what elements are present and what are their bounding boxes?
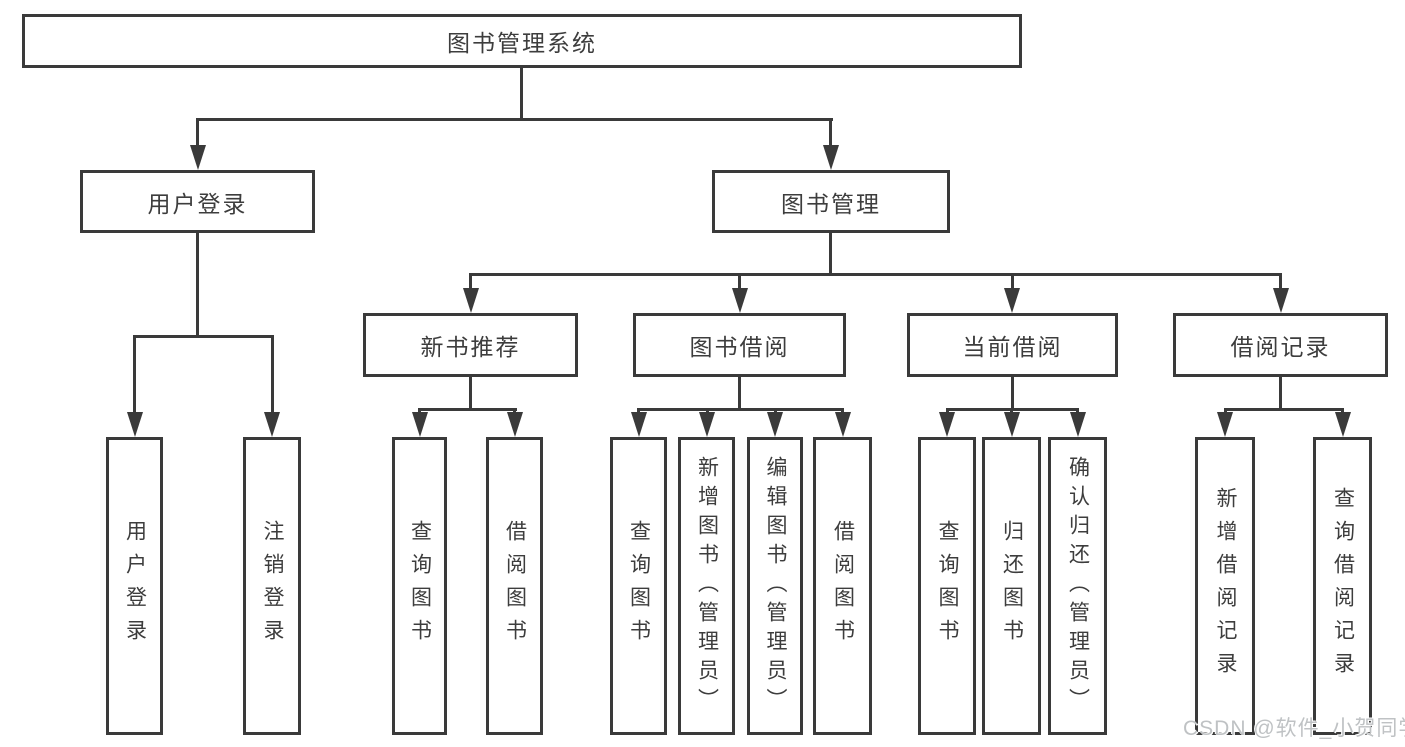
arrowhead-query-book-1-icon: [412, 412, 428, 437]
leaf-label: 用户登录: [123, 520, 147, 652]
arrowhead-add-record-icon: [1217, 412, 1233, 437]
leaf-label: 归还图书: [1000, 520, 1024, 652]
leaf-add-borrow-record: 新增借阅记录: [1195, 437, 1255, 735]
arrowhead-book-mgmt-icon: [823, 145, 839, 170]
leaf-label: 注销登录: [261, 520, 284, 652]
leaf-edit-book-admin: 编辑图书（管理员）: [747, 437, 803, 735]
connector-user-login-split: [133, 335, 274, 338]
arrowhead-new-book-icon: [463, 288, 479, 313]
node-user-login: 用户登录: [80, 170, 315, 233]
connector-book-mgmt-stem: [829, 233, 832, 273]
connector-new-book-stem: [469, 377, 472, 408]
arrowhead-query-book-3-icon: [939, 412, 955, 437]
leaf-logout: 注销登录: [243, 437, 301, 735]
arrowhead-add-book-icon: [699, 412, 715, 437]
arrowhead-leaf-user-login-icon: [127, 412, 143, 437]
node-label: 用户登录: [147, 190, 248, 217]
leaf-borrow-book-1: 借阅图书: [486, 437, 543, 735]
connector-book-borrow-split: [637, 408, 844, 411]
leaf-label: 借阅图书: [831, 520, 855, 652]
connector-new-book-split: [418, 408, 517, 411]
arrowhead-edit-book-icon: [767, 412, 783, 437]
connector-book-mgmt-split: [469, 273, 1282, 276]
arrowhead-borrow-record-icon: [1273, 288, 1289, 313]
leaf-user-login: 用户登录: [106, 437, 163, 735]
node-label: 当前借阅: [962, 334, 1063, 360]
leaf-return-book: 归还图书: [982, 437, 1041, 735]
connector-book-borrow-stem: [738, 377, 741, 408]
leaf-query-book-1: 查询图书: [392, 437, 447, 735]
arrowhead-user-login-icon: [190, 145, 206, 170]
connector-arrow-new-book-shaft: [469, 273, 472, 293]
connector-arrow-user-login-shaft: [196, 118, 199, 148]
connector-arrow-book-mgmt-shaft: [829, 118, 832, 148]
arrowhead-book-borrow-icon: [732, 288, 748, 313]
leaf-label: 新增借阅记录: [1214, 487, 1237, 685]
arrowhead-borrow-book-1-icon: [507, 412, 523, 437]
node-new-book-recommend: 新书推荐: [363, 313, 578, 377]
connector-borrow-record-stem: [1279, 377, 1282, 408]
arrowhead-query-book-2-icon: [631, 412, 647, 437]
node-book-management: 图书管理: [712, 170, 950, 233]
node-book-borrow: 图书借阅: [633, 313, 846, 377]
connector-borrow-record-split: [1224, 408, 1344, 411]
connector-user-login-stem: [196, 233, 199, 335]
csdn-watermark: CSDN @软件_小贺同学: [1183, 717, 1405, 740]
arrowhead-current-borrow-icon: [1004, 288, 1020, 313]
leaf-query-book-3: 查询图书: [918, 437, 976, 735]
leaf-add-book-admin: 新增图书（管理员）: [678, 437, 735, 735]
arrowhead-leaf-logout-icon: [264, 412, 280, 437]
connector-root-stem: [520, 66, 523, 118]
node-label: 图书借阅: [689, 334, 790, 360]
arrowhead-confirm-return-icon: [1070, 412, 1086, 437]
leaf-query-borrow-record: 查询借阅记录: [1313, 437, 1372, 735]
node-book-management-system: 图书管理系统: [22, 14, 1022, 68]
node-borrow-record: 借阅记录: [1173, 313, 1388, 377]
leaf-borrow-book-2: 借阅图书: [813, 437, 872, 735]
leaf-label: 借阅图书: [503, 520, 527, 652]
connector-arrow-leaf-logout-shaft: [271, 335, 274, 414]
connector-arrow-leaf-user-login-shaft: [133, 335, 136, 414]
connector-arrow-book-borrow-shaft: [738, 273, 741, 293]
arrowhead-return-book-icon: [1004, 412, 1020, 437]
leaf-query-book-2: 查询图书: [610, 437, 667, 735]
leaf-label: 查询图书: [408, 520, 432, 652]
node-label: 图书管理: [781, 190, 881, 217]
node-current-borrow: 当前借阅: [907, 313, 1118, 377]
leaf-label: 查询图书: [936, 520, 959, 652]
node-label: 图书管理系统: [447, 30, 597, 56]
leaf-label: 查询图书: [627, 520, 651, 652]
leaf-label: 确认归还（管理员）: [1066, 455, 1090, 717]
leaf-label: 编辑图书（管理员）: [764, 455, 787, 717]
node-label: 新书推荐: [420, 334, 521, 360]
connector-arrow-current-borrow-shaft: [1011, 273, 1014, 293]
arrowhead-query-record-icon: [1335, 412, 1351, 437]
leaf-label: 查询借阅记录: [1331, 487, 1355, 685]
node-label: 借阅记录: [1230, 334, 1331, 360]
leaf-label: 新增图书（管理员）: [695, 455, 719, 717]
connector-root-split: [196, 118, 833, 121]
arrowhead-borrow-book-2-icon: [835, 412, 851, 437]
connector-arrow-borrow-record-shaft: [1279, 273, 1282, 293]
leaf-confirm-return-admin: 确认归还（管理员）: [1048, 437, 1107, 735]
connector-current-borrow-stem: [1011, 377, 1014, 408]
